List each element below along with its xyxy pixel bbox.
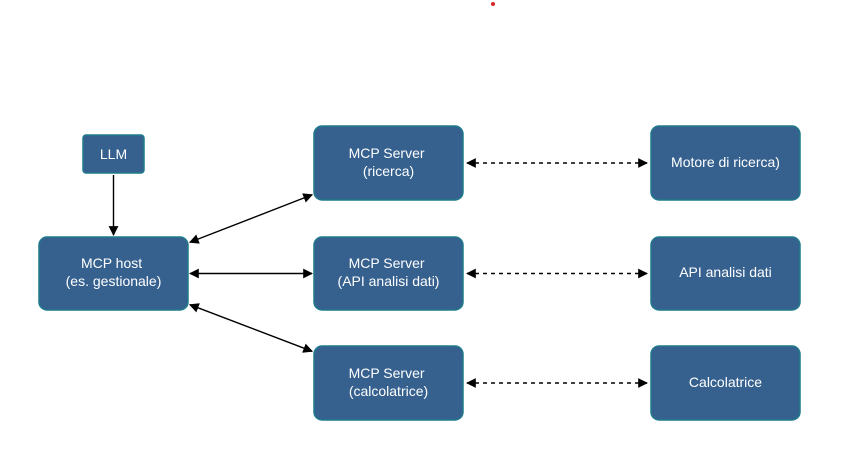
node-mcp-server-api[interactable]: MCP Server (API analisi dati) [313,236,464,311]
svg-text:MCP host (es. gestionale: MCP host (es. gestionale) [66,255,162,289]
marker-dot [491,2,495,6]
node-calcolatrice[interactable]: Calcolatrice [650,345,801,421]
node-llm-label: LLM [100,146,127,162]
node-calcolatrice-label: Calcolatrice [689,374,762,390]
node-api-analisi-dati[interactable]: API analisi dati [650,236,801,311]
svg-text:MCP Server (ricerca): MCP Server (ricerca) [349,145,429,179]
node-mcp-server-api-line1: MCP Server [349,255,425,271]
svg-text:Motore di ricerca): Motore di ricerca) [671,154,780,170]
node-mcp-server-calcolatrice[interactable]: MCP Server (calcolatrice) [313,345,464,421]
node-motore-di-ricerca-label: Motore di ricerca) [671,154,780,170]
svg-text:LLM: LLM [100,146,127,162]
edges-layer [108,158,648,388]
svg-text:MCP Server (API analisi: MCP Server (API analisi dati) [338,255,440,289]
node-mcp-host-line1: MCP host [81,255,142,271]
svg-text:API analisi dati: API analisi dati [679,264,772,280]
edge-host-to-server-search [188,193,314,244]
svg-text:MCP Server (calcolatrice: MCP Server (calcolatrice) [349,365,429,399]
node-mcp-server-ricerca-line2: (ricerca) [363,163,414,179]
node-mcp-server-calcolatrice-line2: (calcolatrice) [349,383,428,399]
node-api-analisi-dati-label: API analisi dati [679,264,772,280]
edge-host-to-server-calc [188,303,314,353]
node-mcp-server-ricerca-line1: MCP Server [349,145,425,161]
node-mcp-server-api-line2: (API analisi dati) [338,273,440,289]
node-mcp-host[interactable]: MCP host (es. gestionale) [38,236,189,311]
node-mcp-server-ricerca[interactable]: MCP Server (ricerca) [313,125,464,201]
node-llm[interactable]: LLM [82,134,145,174]
node-motore-di-ricerca[interactable]: Motore di ricerca) [650,125,801,201]
node-mcp-host-line2: (es. gestionale) [66,273,162,289]
node-mcp-server-calcolatrice-line1: MCP Server [349,365,425,381]
svg-text:Calcolatrice: Calcolatrice [689,374,762,390]
